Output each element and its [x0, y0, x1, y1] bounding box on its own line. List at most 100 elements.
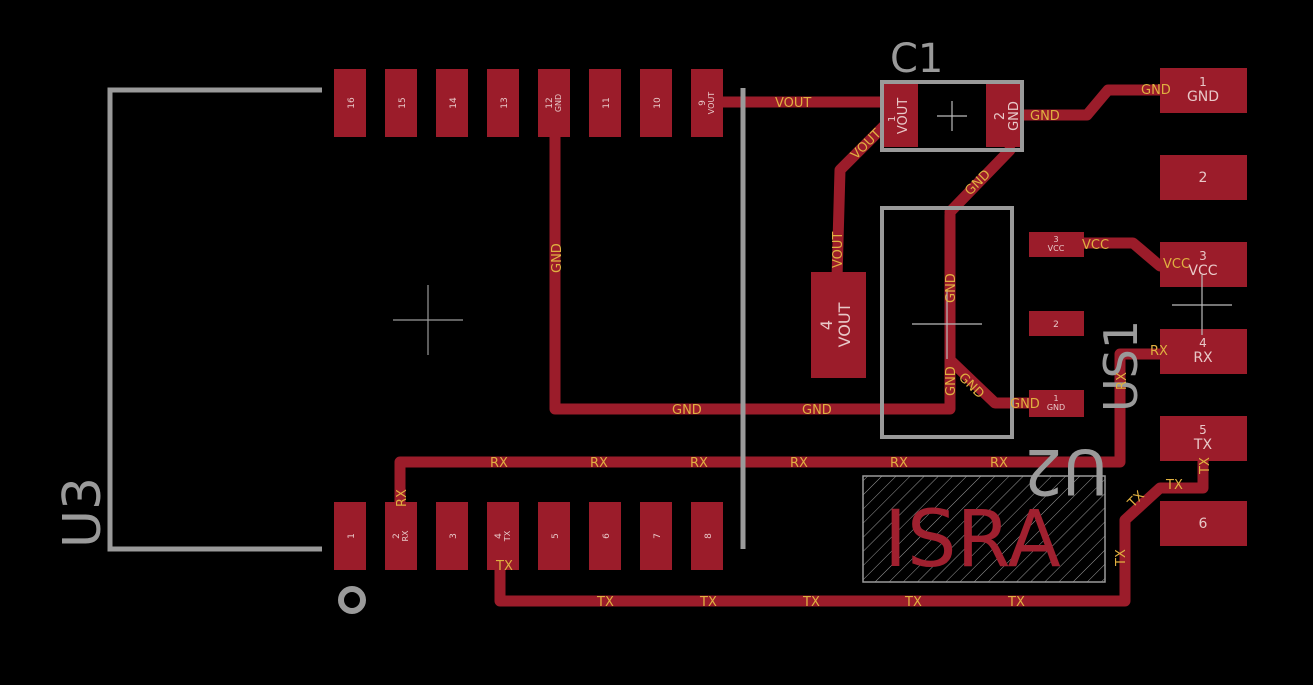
- u3-designator: U3: [53, 477, 113, 548]
- u2-pad-3: [1029, 232, 1084, 257]
- net-label-rx-2: RX: [490, 456, 508, 471]
- c1-pad-2-name: GND: [1007, 101, 1022, 131]
- u3-top-pad-13-num: 13: [500, 97, 510, 108]
- net-label-rx-4: RX: [690, 456, 708, 471]
- u3-bottom-pad-3: [436, 502, 468, 570]
- net-label-vout-2: VOUT: [848, 126, 884, 162]
- u3-outline: [107, 87, 322, 552]
- u3-bottom-pad-7: [640, 502, 672, 570]
- traces: [394, 84, 1209, 607]
- c1-pad-1-num: 1: [887, 116, 898, 122]
- u3-bottom-pad-1-num: 1: [347, 533, 357, 539]
- trace-gnd-c1-conn: [1004, 84, 1206, 121]
- c1-outline: [880, 80, 1024, 152]
- u3-bottom-pad-3-num: 3: [449, 533, 459, 539]
- u2-outline: [880, 206, 1014, 439]
- u3-bottom-pad-8: [691, 502, 723, 570]
- net-label-gnd-3: GND: [802, 403, 832, 418]
- net-label-rx-3: RX: [590, 456, 608, 471]
- u3-bottom-pad-1: [334, 502, 366, 570]
- connector-pad-5: [1160, 416, 1247, 461]
- u2-pad-3-num: 3: [1053, 235, 1058, 244]
- u2-pad-2: [1029, 311, 1084, 336]
- u2-pad-4-num: 4: [817, 320, 836, 330]
- connector-pad-6-num: 6: [1199, 516, 1208, 532]
- net-label-gnd-5: GND: [944, 366, 959, 396]
- net-label-tx-7: TX: [1114, 549, 1129, 567]
- u3-top-pad-12-num: 12: [545, 97, 555, 108]
- connector-pad-1-num: 1: [1199, 75, 1207, 89]
- c1-pad-1: [884, 83, 918, 147]
- u2-origin-cross: [912, 289, 982, 359]
- u3-top-pad-9-num: 9: [698, 100, 708, 106]
- net-label-gnd-2: GND: [672, 403, 702, 418]
- net-label-tx-9: TX: [1165, 478, 1183, 493]
- u3-top-pad-9-name: VOUT: [707, 92, 716, 114]
- logo-area: ISRA: [862, 475, 1106, 585]
- c1-origin-cross: [937, 101, 967, 131]
- u3-top-pad-9: [691, 69, 723, 137]
- net-label-vout-1: VOUT: [775, 96, 811, 111]
- connector-pad-5-name: TX: [1193, 437, 1213, 453]
- u3-top-pad-10: [640, 69, 672, 137]
- u3-bottom-pad-7-num: 7: [653, 533, 663, 539]
- u3-bottom-pad-4: [487, 502, 519, 570]
- net-label-tx-2: TX: [596, 595, 614, 610]
- net-label-gnd-1: GND: [550, 243, 565, 273]
- net-label-tx-5: TX: [904, 595, 922, 610]
- u3-top-pad-12: [538, 69, 570, 137]
- u2-pad-4: [811, 272, 866, 378]
- connector-pad-3: [1160, 242, 1247, 287]
- net-label-rx-1: RX: [395, 489, 410, 507]
- connector-pad-1: [1160, 68, 1247, 113]
- trace-gnd-c1-u2: [944, 144, 1016, 218]
- connector-pad-4-num: 4: [1199, 336, 1207, 350]
- u3-bottom-pad-4-name: TX: [503, 530, 512, 542]
- u3-bottom-pad-5-num: 5: [551, 533, 561, 539]
- pin1-marker: [338, 586, 366, 614]
- logo-hatch-box: [862, 475, 1106, 583]
- net-label-vcc-1: VCC: [1082, 238, 1109, 253]
- u3-top-pad-12-name: GND: [554, 94, 563, 112]
- trace-tx: [494, 434, 1209, 607]
- u3-top-pad-16-num: 16: [347, 97, 357, 109]
- u3-bottom-pad-2: [385, 502, 417, 570]
- connector-pad-4-name: RX: [1193, 350, 1213, 366]
- u2-pad-1-name: GND: [1047, 403, 1065, 412]
- c1-pad-1-name: VOUT: [896, 98, 911, 134]
- net-label-vout-3: VOUT: [831, 232, 846, 268]
- net-label-gnd-10: GND: [1141, 83, 1171, 98]
- net-label-tx-1: TX: [495, 559, 513, 574]
- net-label-tx-10: TX: [1198, 457, 1213, 475]
- u3-origin-cross: [393, 285, 463, 355]
- u3-top-pad-11: [589, 69, 621, 137]
- us1-designator: US1: [1094, 320, 1148, 412]
- connector-pad-6: [1160, 501, 1247, 546]
- net-label-gnd-7: GND: [1010, 397, 1040, 412]
- c1-pad-2: [986, 83, 1020, 147]
- net-label-rx-9: RX: [1150, 344, 1168, 359]
- net-label-rx-8: RX: [1115, 372, 1130, 390]
- connector-pad-2-num: 2: [1199, 170, 1208, 186]
- u2-pad-4-name: VOUT: [835, 302, 854, 347]
- connector-pad-2: [1160, 155, 1247, 200]
- u3-top-pad-15-num: 15: [398, 97, 408, 108]
- net-label-tx-3: TX: [699, 595, 717, 610]
- net-label-vcc-2: VCC: [1163, 257, 1190, 272]
- u3-bottom-pad-6: [589, 502, 621, 570]
- u3-top-pad-13: [487, 69, 519, 137]
- net-label-tx-4: TX: [802, 595, 820, 610]
- c1-capacitor: 1 VOUT 2 GND C1: [880, 36, 1024, 152]
- u2-pad-1-num: 1: [1053, 394, 1058, 403]
- trace-gnd-u3-u2: [549, 104, 956, 415]
- trace-vout-c1-u2: [831, 109, 901, 284]
- u3-top-pad-16: [334, 69, 366, 137]
- u3-top-pad-14-num: 14: [449, 97, 459, 109]
- net-label-rx-6: RX: [890, 456, 908, 471]
- net-label-gnd-9: GND: [1030, 109, 1060, 124]
